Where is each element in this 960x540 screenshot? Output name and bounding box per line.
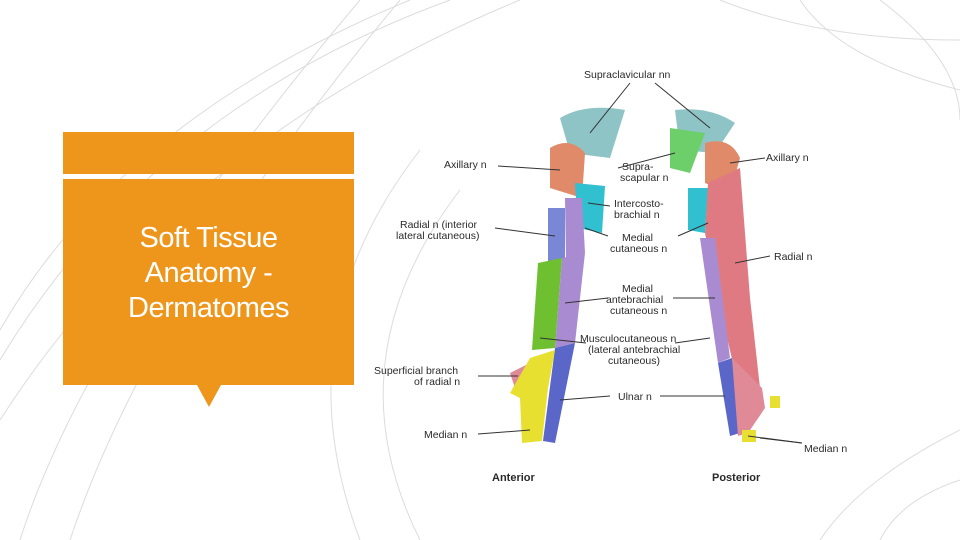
region-supraclavicular-anterior xyxy=(560,107,625,158)
label-median-left: Median n xyxy=(424,429,467,441)
posterior-arm xyxy=(670,109,780,442)
title-accent-strip xyxy=(63,132,354,174)
label-axillary-left: Axillary n xyxy=(444,159,487,171)
label-axillary-right: Axillary n xyxy=(766,152,809,164)
region-medial-cutaneous-anterior xyxy=(565,198,585,258)
title-box: Soft Tissue Anatomy - Dermatomes xyxy=(63,179,354,385)
slide-title: Soft Tissue Anatomy - Dermatomes xyxy=(128,222,290,324)
label-posterior: Posterior xyxy=(712,472,761,484)
leader-lines xyxy=(477,82,803,444)
figure-labels: Supraclavicular nn Axillary n Supra-scap… xyxy=(374,69,847,484)
region-medial-antebrachial-anterior xyxy=(555,253,585,348)
region-ulnar-posterior xyxy=(718,358,740,436)
region-suprascapular-posterior xyxy=(670,128,705,173)
region-radial-posterior xyxy=(705,168,760,393)
label-suprascapular: Supra-scapular n xyxy=(620,161,669,184)
region-median-anterior xyxy=(510,350,555,443)
label-ulnar: Ulnar n xyxy=(618,391,652,403)
label-radial-right: Radial n xyxy=(774,251,813,263)
label-median-right: Median n xyxy=(804,443,847,455)
label-anterior: Anterior xyxy=(492,472,536,484)
label-intercostobrachial: Intercosto-brachial n xyxy=(614,198,664,221)
region-medial-antebrachial-posterior xyxy=(700,238,730,363)
region-ulnar-anterior xyxy=(543,343,575,443)
label-supraclavicular: Supraclavicular nn xyxy=(584,69,671,81)
dermatome-figure: Supraclavicular nn Axillary n Supra-scap… xyxy=(370,58,870,488)
region-radial-upper-anterior xyxy=(548,208,565,263)
region-intercostobrachial-posterior xyxy=(688,188,708,233)
region-radial-hand-posterior xyxy=(732,358,765,436)
region-musculocutaneous-anterior xyxy=(532,258,562,350)
anterior-arm xyxy=(510,107,625,443)
title-box-pointer xyxy=(197,385,221,407)
region-median-fingertips-posterior xyxy=(742,396,780,442)
